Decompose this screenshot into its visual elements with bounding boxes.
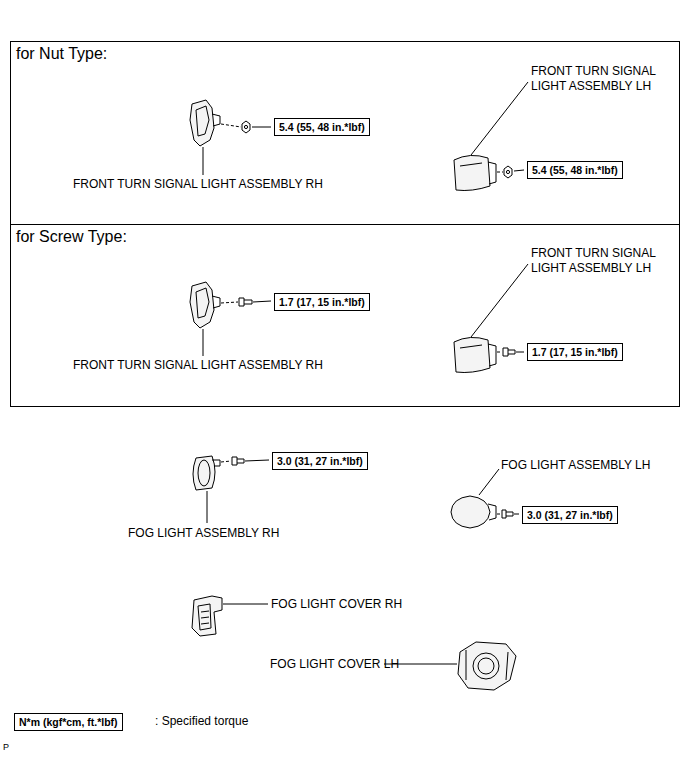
screw-symbol	[239, 298, 252, 306]
part-name: FOG LIGHT COVER LH	[270, 657, 399, 672]
leader-line	[471, 82, 528, 155]
leader-line	[252, 127, 271, 128]
leader-line	[223, 604, 268, 605]
legend-text: : Specified torque	[155, 714, 248, 729]
nut-symbol	[504, 166, 512, 178]
panel-heading: for Screw Type:	[11, 225, 679, 249]
leader-line	[203, 329, 204, 356]
leader-line	[207, 491, 208, 523]
leader-line	[479, 469, 499, 495]
torque-value: 3.0 (31, 27 in.*lbf)	[277, 455, 363, 467]
dashed-leader	[221, 124, 241, 127]
part-name: FRONT TURN SIGNAL LIGHT ASSEMBLY RH	[73, 358, 323, 373]
leader-line	[245, 460, 269, 461]
fog-light-rh-part	[193, 456, 220, 490]
fog-light-cover-rh-part	[192, 596, 222, 636]
dashed-leader	[221, 302, 238, 303]
leader-line	[516, 352, 524, 353]
torque-value: N*m (kgf*cm, ft.*lbf)	[19, 716, 118, 728]
fog-light-cover-lh-part	[458, 642, 516, 690]
screw-symbol	[232, 457, 244, 465]
torque-spec-box: 3.0 (31, 27 in.*lbf)	[272, 452, 368, 470]
part-name: FRONT TURN SIGNAL LIGHT ASSEMBLY LH	[531, 64, 671, 94]
nut-symbol	[242, 121, 250, 133]
torque-value: 5.4 (55, 48 in.*lbf)	[279, 121, 365, 133]
torque-value: 1.7 (17, 15 in.*lbf)	[532, 346, 618, 358]
torque-unit-box: N*m (kgf*cm, ft.*lbf)	[14, 713, 123, 731]
torque-spec-box: 5.4 (55, 48 in.*lbf)	[527, 161, 623, 179]
leader-line	[471, 264, 528, 337]
leader-line	[203, 147, 204, 175]
torque-value: 3.0 (31, 27 in.*lbf)	[527, 509, 613, 521]
part-name: FRONT TURN SIGNAL LIGHT ASSEMBLY RH	[73, 177, 323, 192]
torque-spec-box: 5.4 (55, 48 in.*lbf)	[274, 118, 370, 136]
torque-spec-box: 1.7 (17, 15 in.*lbf)	[274, 293, 370, 311]
turn-signal-rh-part	[190, 282, 220, 328]
torque-spec-box: 3.0 (31, 27 in.*lbf)	[522, 506, 618, 524]
screw-symbol	[502, 510, 513, 518]
turn-signal-rh-part	[190, 100, 220, 146]
torque-value: 5.4 (55, 48 in.*lbf)	[532, 164, 618, 176]
part-name: FOG LIGHT ASSEMBLY RH	[128, 526, 279, 541]
turn-signal-lh-part	[454, 337, 496, 372]
dashed-leader	[497, 172, 503, 173]
panel-heading: for Nut Type:	[11, 42, 679, 66]
dashed-leader	[497, 352, 502, 353]
part-name: FRONT TURN SIGNAL LIGHT ASSEMBLY LH	[531, 246, 671, 276]
screw-symbol	[503, 348, 515, 356]
dashed-leader	[221, 461, 231, 462]
leader-line	[253, 301, 271, 302]
turn-signal-lh-part	[454, 155, 496, 190]
fog-light-lh-part	[451, 496, 496, 528]
part-name: FOG LIGHT ASSEMBLY LH	[501, 458, 650, 473]
torque-value: 1.7 (17, 15 in.*lbf)	[279, 296, 365, 308]
torque-spec-box: 1.7 (17, 15 in.*lbf)	[527, 343, 623, 361]
dashed-leader	[497, 514, 501, 515]
leader-line	[514, 170, 524, 171]
part-name: FOG LIGHT COVER RH	[271, 597, 402, 612]
figure-code: P	[3, 740, 9, 755]
leader-line	[514, 514, 519, 515]
